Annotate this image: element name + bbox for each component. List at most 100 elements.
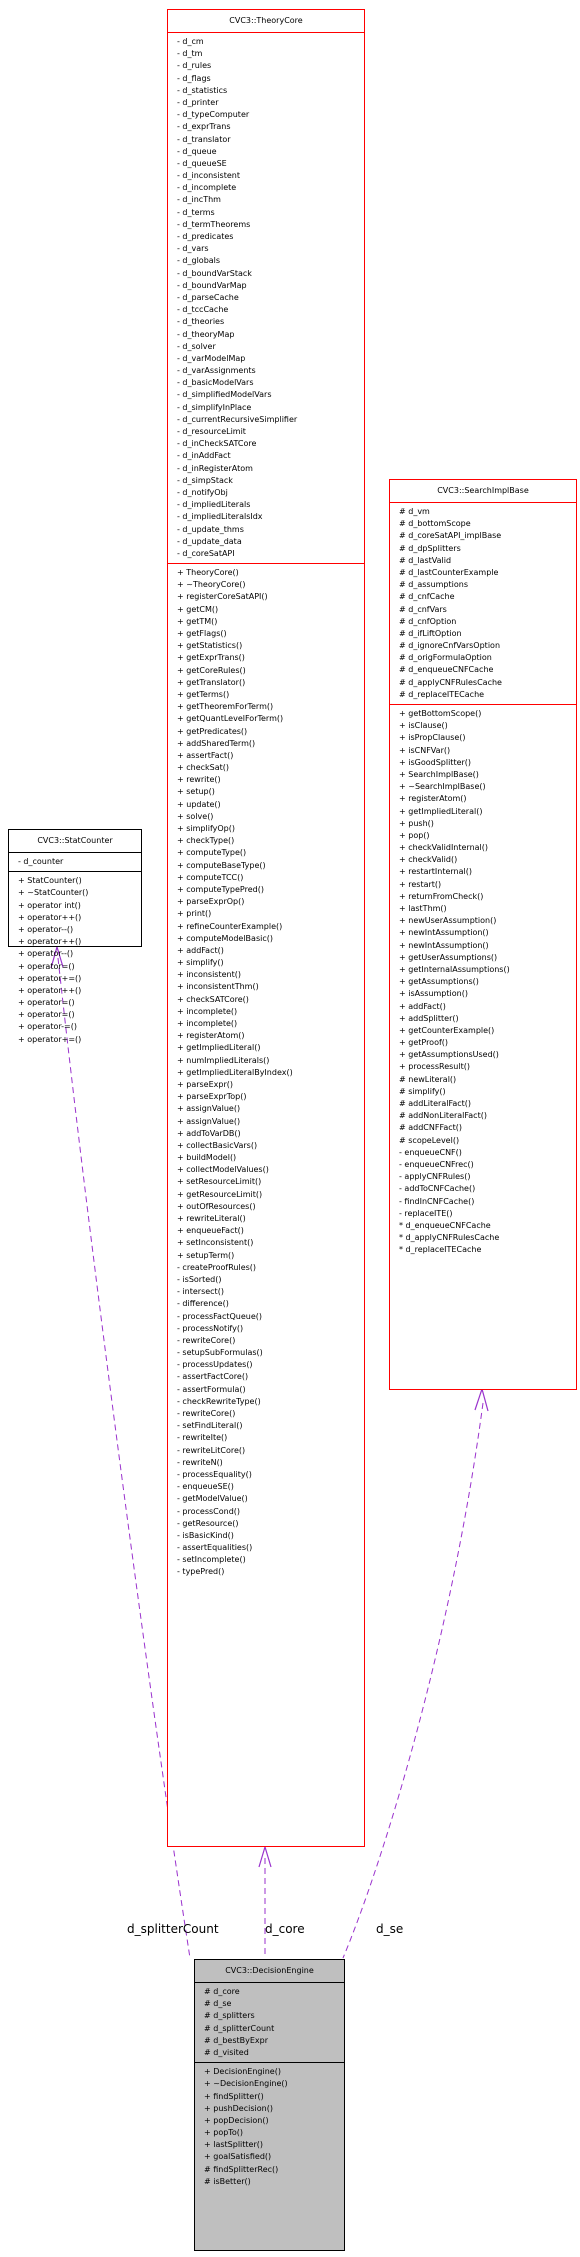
method-entry: + operator=()	[18, 1010, 75, 1020]
method-entry: + isAssumption()	[399, 989, 468, 999]
method-entry: - processFactQueue()	[177, 1311, 262, 1321]
method-entry: - enqueueCNF()	[399, 1147, 462, 1157]
attribute-entry: # d_vm	[399, 507, 430, 516]
class-decision-engine[interactable]: CVC3::DecisionEngine # d_core# d_se# d_s…	[194, 1959, 345, 2251]
method-entry: - rewriteLitCore()	[177, 1445, 246, 1455]
method-entry: - enqueueSE()	[177, 1482, 234, 1492]
method-entry: + newIntAssumption()	[399, 940, 489, 950]
attribute-entry: # d_se	[204, 1999, 232, 2009]
attribute-entry: # d_core	[204, 1987, 240, 1996]
method-entry: + outOfResources()	[177, 1201, 256, 1211]
method-entry: # findSplitterRec()	[204, 2164, 279, 2174]
class-theory-core[interactable]: CVC3::TheoryCore - d_cm- d_tm- d_rules- …	[167, 9, 365, 1847]
attribute-entry: - d_boundVarStack	[177, 268, 252, 278]
attribute-list: # d_core # d_se # d_splitters # d_splitterC…	[195, 1983, 344, 2064]
method-entry: + getAssumptionsUsed()	[399, 1050, 499, 1060]
method-entry: + getTheoremForTerm()	[177, 702, 274, 712]
method-entry: + operator++()	[18, 937, 82, 947]
method-entry: + goalSatisfied()	[204, 2152, 272, 2162]
method-entry: + setResourceLimit()	[177, 1177, 262, 1187]
attribute-entry: - d_flags	[177, 73, 211, 83]
method-entry: - assertFormula()	[177, 1384, 246, 1394]
attribute-entry: - d_theories	[177, 317, 225, 327]
method-list: + getBottomScope()+ isClause()+ isPropCl…	[390, 705, 576, 1259]
method-entry: + checkValidInternal()	[399, 843, 489, 853]
method-entry: + getUserAssumptions()	[399, 952, 498, 962]
method-entry: + ~SearchImplBase()	[399, 782, 486, 792]
method-entry: + processResult()	[399, 1062, 470, 1072]
attribute-entry: - d_inCheckSATCore	[177, 439, 257, 449]
method-entry: - rewriteIte()	[177, 1433, 228, 1443]
method-entry: + operator++()	[18, 912, 82, 922]
attribute-entry: # d_replaceITECache	[399, 689, 485, 699]
method-entry: + checkSat()	[177, 763, 230, 773]
attribute-entry: - d_printer	[177, 97, 219, 107]
method-entry: + getCounterExample()	[399, 1025, 495, 1035]
attribute-entry: # d_enqueueCNFCache	[399, 665, 494, 675]
attribute-entry: # d_lastValid	[399, 555, 452, 565]
method-entry: + getInternalAssumptions()	[399, 964, 510, 974]
method-entry: + computeBaseType()	[177, 860, 266, 870]
method-entry: + setupTerm()	[177, 1250, 235, 1260]
method-entry: + restart()	[399, 879, 442, 889]
attribute-entry: - d_simplifyInPlace	[177, 402, 252, 412]
method-entry: + registerAtom()	[177, 1031, 245, 1041]
method-entry: + parseExprTop()	[177, 1092, 247, 1102]
method-entry: + ~DecisionEngine()	[204, 2079, 288, 2089]
attribute-list: - d_cm- d_tm- d_rules- d_flags- d_statis…	[168, 33, 364, 565]
attribute-entry: # d_lastCounterExample	[399, 567, 499, 577]
method-entry: + push()	[399, 818, 434, 828]
method-entry: + lastThm()	[399, 904, 447, 913]
attribute-entry: # d_cnfVars	[399, 604, 447, 614]
method-entry: - rewriteN()	[177, 1457, 223, 1467]
method-entry: - intersect()	[177, 1287, 224, 1297]
method-entry: - rewriteCore()	[177, 1335, 236, 1345]
method-entry: + inconsistent()	[177, 970, 241, 980]
method-entry: + addFact()	[177, 945, 224, 955]
attribute-entry: - d_inAddFact	[177, 451, 231, 461]
attribute-entry: - d_incThm	[177, 195, 221, 205]
method-entry: - processCond()	[177, 1506, 241, 1516]
attribute-entry: # d_assumptions	[399, 580, 468, 590]
method-entry: + getResourceLimit()	[177, 1189, 263, 1199]
method-entry: + popTo()	[204, 2128, 243, 2138]
method-entry: + isCNFVar()	[399, 745, 451, 755]
method-entry: + computeTCC()	[177, 872, 244, 882]
attribute-entry: - d_impliedLiteralsIdx	[177, 512, 263, 522]
method-entry: + setInconsistent()	[177, 1238, 254, 1248]
method-entry: + getProof()	[399, 1038, 449, 1048]
method-entry: # isBetter()	[204, 2176, 251, 2186]
method-entry: - checkRewriteType()	[177, 1396, 261, 1406]
method-entry: - replaceITE()	[399, 1208, 453, 1218]
attribute-entry: - d_boundVarMap	[177, 280, 247, 290]
method-entry: # addNonLiteralFact()	[399, 1111, 487, 1121]
attribute-entry: - d_incomplete	[177, 183, 237, 193]
method-entry: + ~StatCounter()	[18, 888, 89, 898]
method-entry: + getCoreRules()	[177, 665, 246, 675]
class-stat-counter[interactable]: CVC3::StatCounter - d_counter + StatCoun…	[8, 829, 142, 1044]
attribute-entry: - d_inRegisterAtom	[177, 463, 253, 473]
attribute-entry: - d_predicates	[177, 232, 234, 241]
method-entry: + operator+=()	[18, 973, 82, 983]
method-entry: + parseExprOp()	[177, 897, 245, 907]
attribute-entry: - d_impliedLiterals	[177, 500, 251, 510]
method-entry: + print()	[177, 909, 212, 919]
attribute-entry: - d_update_thms	[177, 524, 244, 534]
method-entry: + checkType()	[177, 836, 235, 846]
method-entry: - setFindLiteral()	[177, 1421, 243, 1431]
attribute-entry: - d_vars	[177, 244, 209, 254]
method-entry: # scopeLevel()	[399, 1135, 460, 1145]
attribute-entry: # d_splitterCount	[204, 2023, 275, 2033]
attribute-entry: # d_cnfOption	[399, 616, 457, 626]
method-entry: + incomplete()	[177, 1006, 238, 1016]
attribute-entry: - d_update_data	[177, 536, 242, 546]
attribute-entry: - d_statistics	[177, 85, 228, 95]
method-entry: - assertEqualities()	[177, 1543, 253, 1553]
method-entry: + enqueueFact()	[177, 1226, 244, 1236]
attribute-entry: # d_splitters	[204, 2011, 255, 2021]
method-entry: + getTM()	[177, 616, 218, 626]
method-entry: + rewrite()	[177, 775, 221, 785]
attribute-entry: - d_simpStack	[177, 475, 233, 485]
class-search-impl-base[interactable]: CVC3::SearchImplBase # d_vm# d_bottomSco…	[389, 479, 577, 1390]
method-entry: + registerCoreSatAPI()	[177, 592, 268, 602]
